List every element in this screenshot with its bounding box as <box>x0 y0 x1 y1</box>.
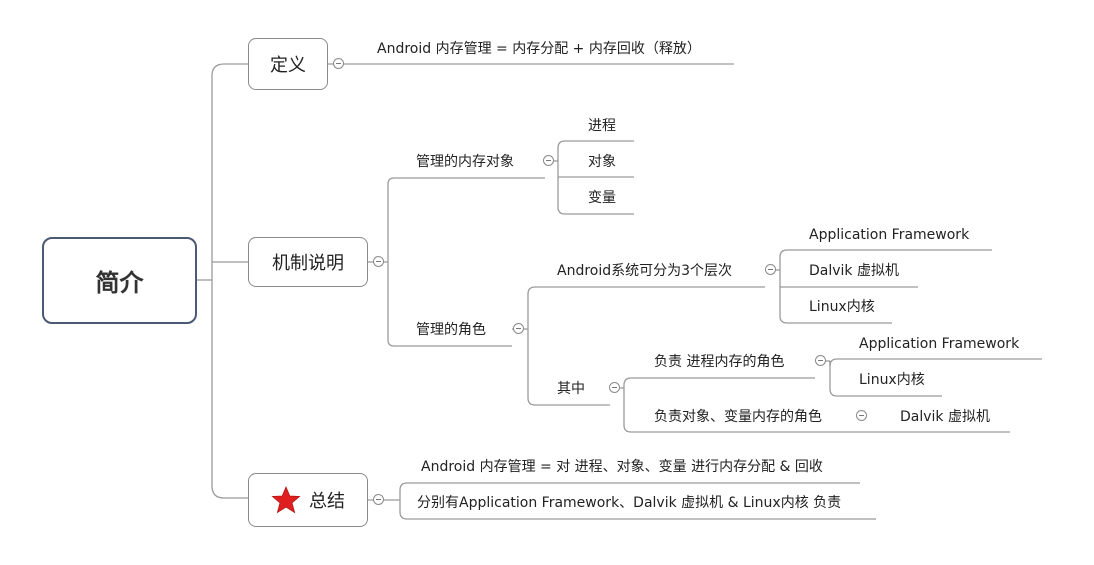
object-item[interactable]: 进程 <box>588 118 616 134</box>
collapse-toggle-icon[interactable] <box>609 382 620 393</box>
summary-label: 总结 <box>309 491 345 512</box>
connector <box>557 140 634 161</box>
layer-item[interactable]: Dalvik 虚拟机 <box>809 263 899 279</box>
connector <box>829 361 942 397</box>
connector <box>399 482 860 500</box>
root-node[interactable]: 简介 <box>42 237 197 324</box>
connector <box>527 329 610 406</box>
collapse-toggle-icon[interactable] <box>333 58 344 69</box>
connector <box>387 262 512 347</box>
roles-node[interactable]: 管理的角色 <box>416 322 486 338</box>
connector <box>527 286 765 329</box>
collapse-toggle-icon[interactable] <box>765 264 776 275</box>
collapse-toggle-icon[interactable] <box>856 410 867 421</box>
connector <box>399 500 876 520</box>
root-label: 简介 <box>95 269 144 297</box>
layer-item[interactable]: Application Framework <box>809 227 970 243</box>
process-role-node[interactable]: 负责 进程内存的角色 <box>654 354 785 370</box>
connector <box>623 388 1010 433</box>
objects-node[interactable]: 管理的内存对象 <box>416 154 514 170</box>
collapse-toggle-icon[interactable] <box>513 323 524 334</box>
connector <box>779 270 892 324</box>
connector <box>211 280 248 499</box>
connector <box>779 249 992 270</box>
object-item[interactable]: 对象 <box>588 154 616 170</box>
collapse-toggle-icon[interactable] <box>373 494 384 505</box>
red-star-icon <box>271 485 301 514</box>
collapse-toggle-icon[interactable] <box>543 155 554 166</box>
summary-line[interactable]: Android 内存管理 = 对 进程、对象、变量 进行内存分配 & 回收 <box>421 459 823 475</box>
process-role-item[interactable]: Application Framework <box>859 336 1020 352</box>
connector <box>387 177 545 262</box>
connector <box>829 358 1042 367</box>
object-item[interactable]: 变量 <box>588 190 616 206</box>
mechanism-node[interactable]: 机制说明 <box>248 237 368 287</box>
process-role-item[interactable]: Linux内核 <box>859 372 925 388</box>
definition-text: Android 内存管理 = 内存分配 + 内存回收（释放） <box>377 41 701 57</box>
collapse-toggle-icon[interactable] <box>815 355 826 366</box>
object-role-node[interactable]: 负责对象、变量内存的角色 <box>654 409 822 425</box>
among-node[interactable]: 其中 <box>557 381 585 397</box>
collapse-toggle-icon[interactable] <box>373 256 384 267</box>
connector <box>211 63 248 280</box>
summary-line[interactable]: 分别有Application Framework、Dalvik 虚拟机 & Li… <box>417 495 842 511</box>
definition-node[interactable]: 定义 <box>248 38 328 90</box>
connector <box>557 161 634 215</box>
definition-label: 定义 <box>270 55 306 76</box>
layers-node[interactable]: Android系统可分为3个层次 <box>557 263 733 279</box>
summary-node[interactable]: 总结 <box>248 473 368 527</box>
layer-item[interactable]: Linux内核 <box>809 299 875 315</box>
mechanism-label: 机制说明 <box>272 253 344 274</box>
connector <box>623 377 815 388</box>
object-role-item[interactable]: Dalvik 虚拟机 <box>900 409 990 425</box>
